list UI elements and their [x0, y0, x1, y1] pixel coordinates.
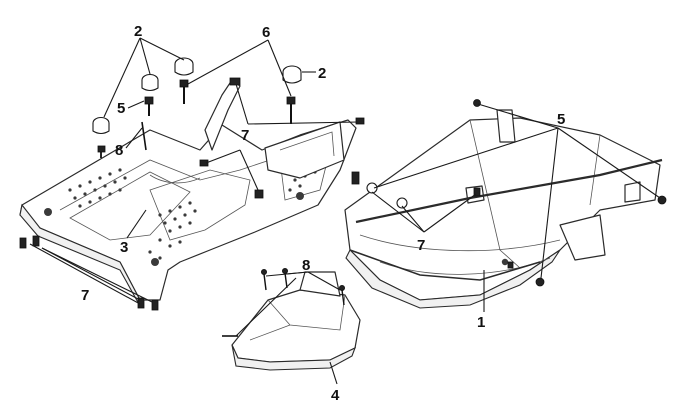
callout-6: 6 — [262, 24, 270, 41]
trim-cap-2 — [282, 65, 302, 84]
clip-7 — [366, 182, 408, 209]
screw-8 — [281, 267, 288, 289]
callout-5: 5 — [557, 111, 565, 128]
bolt-6 — [286, 96, 296, 124]
callout-8: 8 — [302, 257, 310, 274]
callout-7: 7 — [241, 127, 249, 144]
screw-5 — [144, 96, 154, 116]
screw-8 — [260, 268, 267, 291]
leader-lines — [29, 37, 661, 385]
bolt-6 — [179, 79, 189, 104]
floor-panel — [19, 79, 357, 309]
screw-8 — [338, 284, 345, 306]
callout-2: 2 — [134, 23, 142, 40]
callout-3: 3 — [120, 239, 128, 256]
callout-7: 7 — [417, 237, 425, 254]
cowl-rear-tab — [559, 214, 606, 261]
callout-4: 4 — [331, 387, 340, 404]
callout-1: 1 — [477, 314, 485, 331]
side-bracket — [264, 121, 345, 179]
trim-cap-2 — [141, 73, 159, 92]
screw-5 — [473, 99, 481, 107]
callout-5: 5 — [117, 100, 125, 117]
screw-8 — [97, 145, 106, 158]
callout-8: 8 — [115, 142, 123, 159]
callout-labels: 2 2 6 5 8 7 3 7 5 7 1 8 4 — [81, 23, 565, 404]
lower-cover — [231, 271, 361, 371]
cowl-mount-tab — [624, 181, 641, 203]
screw-8 — [141, 121, 147, 151]
callout-2: 2 — [318, 65, 326, 82]
callout-7: 7 — [81, 287, 89, 304]
floor-tread-pattern — [68, 160, 322, 260]
trim-cap-2 — [174, 57, 194, 76]
trim-cap-2 — [92, 116, 110, 135]
under-cowl — [344, 109, 663, 309]
rear-bracket — [204, 79, 241, 151]
screw-5 — [535, 277, 545, 287]
lower-cover-tab — [299, 271, 341, 297]
clip-7 — [19, 77, 514, 311]
